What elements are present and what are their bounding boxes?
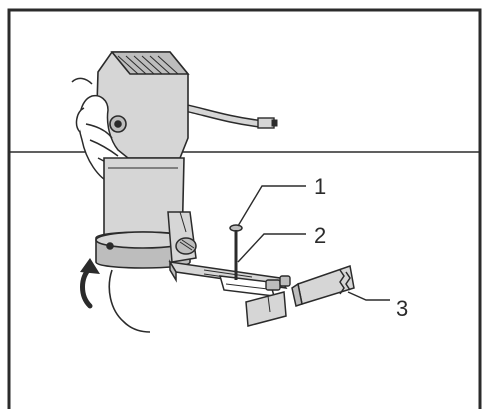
trimmer-base xyxy=(95,157,191,269)
diagram-frame xyxy=(7,8,482,409)
guide-shoe-right xyxy=(291,265,355,307)
leader-lines xyxy=(237,185,390,301)
callout-number-3: 3 xyxy=(396,296,409,321)
leader-line-3 xyxy=(347,291,390,301)
cable-loop xyxy=(108,269,151,333)
leader-line-2 xyxy=(237,233,306,263)
leader-line-1 xyxy=(237,185,306,227)
curved-arrow-icon xyxy=(80,258,100,309)
power-cord xyxy=(185,104,278,129)
callout-number-2: 2 xyxy=(314,223,327,248)
callout-number-1: 1 xyxy=(314,174,327,199)
spring xyxy=(339,269,351,295)
guide-shoe-left xyxy=(245,291,287,327)
guide-holder xyxy=(167,211,197,263)
wing-nut xyxy=(265,275,291,291)
thumb-screw-knob xyxy=(175,237,197,255)
motor-vent-ribs xyxy=(117,55,179,75)
bolt xyxy=(229,224,243,280)
